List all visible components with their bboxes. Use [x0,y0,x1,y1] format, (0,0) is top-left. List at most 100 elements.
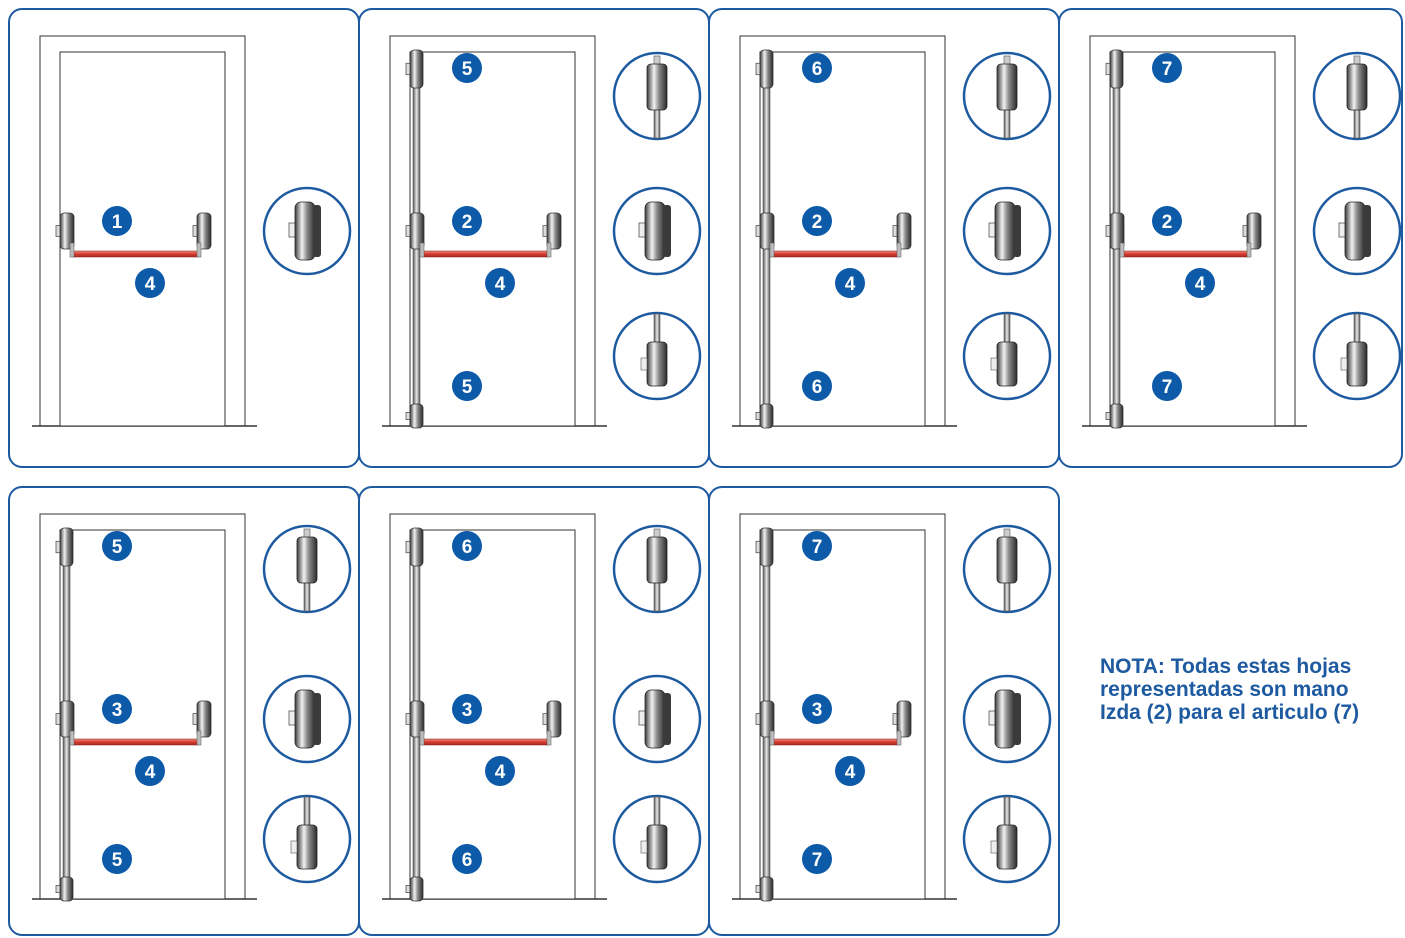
push-bar [770,738,901,746]
left-lock-body [55,212,75,250]
bottom-label-badge-number: 7 [1162,377,1173,398]
push-bar-bracket-left [769,730,775,746]
handle-label-badge-circle [452,694,482,724]
bar-label-badge-number: 4 [495,274,506,295]
right-lock-body [192,700,212,738]
bar-label-badge-number: 4 [145,762,156,783]
note-line-2: representadas son mano [1100,678,1349,701]
top-label-badge-circle [102,531,132,561]
bottom-label-badge-circle [802,844,832,874]
handle-label-badge-number: 2 [812,212,823,233]
handle-label-badge-number: 3 [112,700,123,721]
top-label-badge: 6 [452,531,482,561]
bottom-label-badge: 6 [802,371,832,401]
top-latch-body [755,49,774,89]
handle-label-badge: 2 [452,206,482,236]
detail-side-lock [962,674,1052,764]
bar-label-badge-number: 4 [495,762,506,783]
top-label-badge: 7 [802,531,832,561]
top-label-badge-number: 6 [462,537,473,558]
bottom-label-badge-circle [452,844,482,874]
bar-label-badge-circle [135,756,165,786]
push-bar-bracket-right [196,242,202,258]
bottom-label-badge-number: 6 [462,850,473,871]
top-label-badge-circle [802,53,832,83]
top-label-badge: 6 [802,53,832,83]
left-lock-body [1105,212,1125,250]
door-drawing: 3 4 5 5 [32,513,352,902]
push-bar [70,250,201,258]
bar-label-badge: 4 [1185,268,1215,298]
push-bar-bracket-left [419,730,425,746]
bar-label-badge-circle [835,756,865,786]
bottom-label-badge-circle [452,371,482,401]
detail-side-lock [612,674,702,764]
bar-label-badge: 4 [485,268,515,298]
push-bar [1120,250,1251,258]
right-lock-body [542,212,562,250]
top-label-badge: 5 [102,531,132,561]
handle-label-badge-number: 2 [462,212,473,233]
push-bar-bracket-left [769,242,775,258]
top-label-badge-circle [1152,53,1182,83]
left-lock-body [755,212,775,250]
bottom-label-badge-number: 7 [812,850,823,871]
push-bar-bracket-right [1246,242,1252,258]
detail-bottom-latch [1312,311,1402,401]
push-bar-bracket-right [896,730,902,746]
push-bar [420,250,551,258]
top-label-badge-circle [452,53,482,83]
push-bar-bracket-right [896,242,902,258]
bar-label-badge: 4 [485,756,515,786]
bottom-latch-body [755,403,774,429]
right-lock-body [892,700,912,738]
detail-side-lock [1312,186,1402,276]
top-latch-body [405,49,424,89]
push-bar [420,738,551,746]
detail-top-latch [612,524,702,614]
bottom-latch-body [405,876,424,902]
handle-label-badge: 3 [452,694,482,724]
left-lock-body [755,700,775,738]
bottom-latch-body [1105,403,1124,429]
door-panel-3: 2 4 6 6 [708,8,1060,468]
right-lock-body [892,212,912,250]
detail-top-latch [1312,51,1402,141]
bottom-label-badge: 7 [802,844,832,874]
detail-side-lock [262,674,352,764]
handle-label-badge-number: 1 [112,212,123,233]
bottom-label-badge-number: 5 [462,377,473,398]
handle-label-badge: 3 [102,694,132,724]
left-lock-body [405,212,425,250]
bar-label-badge-number: 4 [1195,274,1206,295]
top-label-badge-circle [802,531,832,561]
push-bar-bracket-right [546,242,552,258]
top-label-badge-circle [452,531,482,561]
bar-label-badge: 4 [135,756,165,786]
bar-label-badge-circle [135,268,165,298]
bottom-label-badge-number: 5 [112,850,123,871]
handle-label-badge-number: 3 [462,700,473,721]
top-latch-body [405,527,424,567]
detail-bottom-latch [962,794,1052,884]
bar-label-badge-number: 4 [845,274,856,295]
detail-top-latch [612,51,702,141]
push-bar-bracket-right [196,730,202,746]
handle-label-badge: 1 [102,206,132,236]
top-label-badge-number: 5 [112,537,123,558]
detail-bottom-latch [962,311,1052,401]
handle-label-badge-circle [802,206,832,236]
bar-label-badge: 4 [835,756,865,786]
top-label-badge-number: 7 [1162,59,1173,80]
push-bar [770,250,901,258]
left-lock-body [405,700,425,738]
top-latch-body [755,527,774,567]
top-label-badge-number: 7 [812,537,823,558]
handle-label-badge-circle [452,206,482,236]
bar-label-badge-circle [835,268,865,298]
